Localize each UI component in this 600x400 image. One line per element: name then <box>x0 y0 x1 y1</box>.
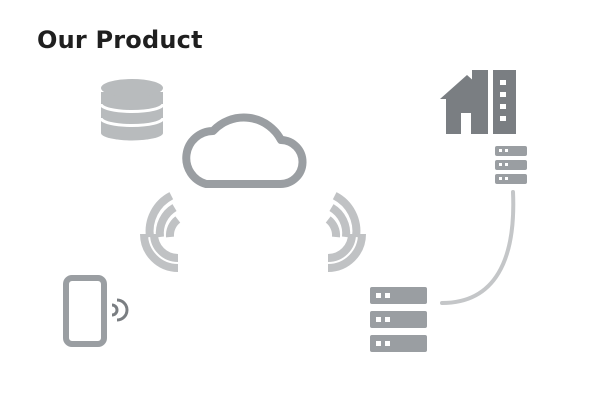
cloud-icon <box>182 113 307 189</box>
server-stack-icon <box>370 287 427 352</box>
connection-cable <box>440 190 516 305</box>
page-title: Our Product <box>37 26 203 54</box>
database-icon <box>99 79 165 141</box>
right-signal-icon <box>325 192 366 272</box>
server-rack-icon <box>495 146 527 184</box>
building-icon <box>440 70 516 134</box>
left-signal-icon <box>140 192 181 272</box>
smartphone-icon <box>63 275 129 347</box>
